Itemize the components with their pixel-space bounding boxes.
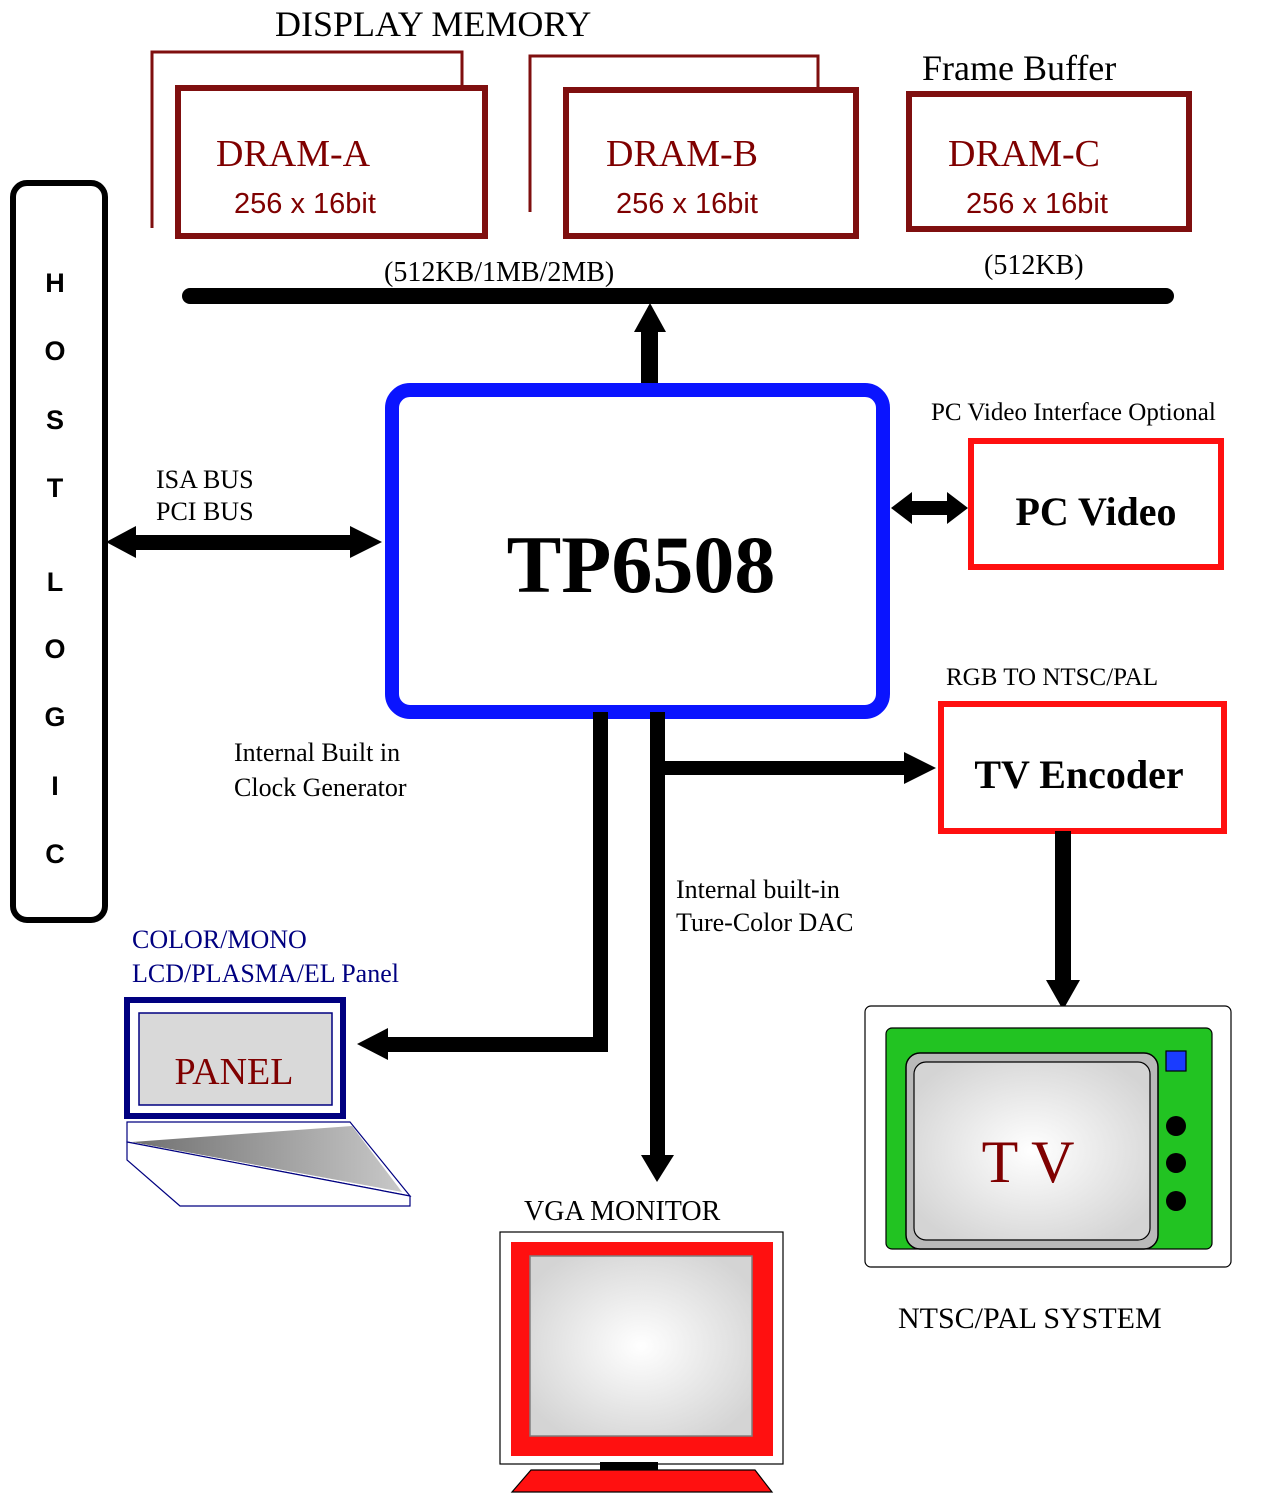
chip-to-tv-encoder-arrow (665, 752, 936, 784)
bus-label-isa: ISA BUS (156, 465, 254, 494)
tv-encoder-caption: RGB TO NTSC/PAL (946, 664, 1158, 691)
host-letter: C (45, 839, 65, 869)
tv-set (864, 1005, 1232, 1268)
pc-video-arrow (891, 492, 968, 524)
tv-power-button (1165, 1050, 1187, 1072)
bus-label-pci: PCI BUS (156, 497, 254, 526)
dram-a-block: DRAM-A 256 x 16bit (150, 50, 488, 239)
vga-monitor (499, 1231, 784, 1493)
dram-b-name: DRAM-B (606, 133, 758, 175)
clock-caption-line1: Internal Built in (234, 738, 400, 767)
host-letter: I (51, 771, 59, 801)
host-letter: H (45, 268, 65, 298)
pc-video-box (968, 438, 1224, 570)
pc-video-caption: PC Video Interface Optional (931, 399, 1216, 426)
host-letter: T (47, 473, 64, 503)
tv-knob (1166, 1153, 1186, 1173)
dram-b-size: 256 x 16bit (616, 188, 758, 220)
chip-name: TP6508 (507, 519, 776, 610)
host-logic-box (10, 180, 108, 923)
tv-caption: NTSC/PAL SYSTEM (898, 1302, 1162, 1335)
chip-to-panel-arrow (357, 712, 608, 1060)
tv-knob (1166, 1116, 1186, 1136)
dram-c-size: 256 x 16bit (966, 188, 1108, 220)
tv-knob (1166, 1191, 1186, 1211)
tv-encoder-box (938, 701, 1227, 834)
host-bus-arrow (106, 526, 382, 558)
frame-buffer-size: (512KB) (984, 250, 1084, 281)
host-letter: O (44, 336, 65, 366)
dac-caption-line1: Internal built-in (676, 875, 840, 904)
pc-video-label: PC Video (1015, 489, 1176, 534)
dac-caption-line2: Ture-Color DAC (676, 908, 853, 937)
chip-to-vga-arrow (641, 712, 674, 1182)
display-memory-size: (512KB/1MB/2MB) (384, 257, 614, 288)
panel-caption-line1: COLOR/MONO (132, 925, 307, 954)
tv-label: T V (982, 1129, 1075, 1195)
clock-caption-line2: Clock Generator (234, 773, 407, 802)
host-letter: G (44, 702, 65, 732)
host-letter: O (44, 634, 65, 664)
frame-buffer-title: Frame Buffer (922, 48, 1116, 88)
vga-caption: VGA MONITOR (524, 1196, 721, 1227)
lcd-panel-laptop (124, 997, 412, 1207)
dram-a-name: DRAM-A (216, 133, 371, 175)
host-letter: L (47, 567, 64, 597)
dram-b-block: DRAM-B 256 x 16bit (528, 54, 859, 239)
tv-encoder-label: TV Encoder (974, 752, 1183, 797)
tv-encoder-to-tv-arrow (1046, 831, 1080, 1010)
dram-c-name: DRAM-C (948, 133, 1100, 175)
host-letter: S (46, 405, 64, 435)
tp6508-chip (385, 383, 890, 719)
dram-c-block: DRAM-C 256 x 16bit (906, 91, 1192, 232)
dram-a-size: 256 x 16bit (234, 188, 376, 220)
panel-label: PANEL (175, 1051, 294, 1093)
panel-caption-line2: LCD/PLASMA/EL Panel (132, 959, 399, 988)
display-memory-title: DISPLAY MEMORY (275, 4, 591, 44)
chip-to-memory-arrow (634, 303, 666, 386)
